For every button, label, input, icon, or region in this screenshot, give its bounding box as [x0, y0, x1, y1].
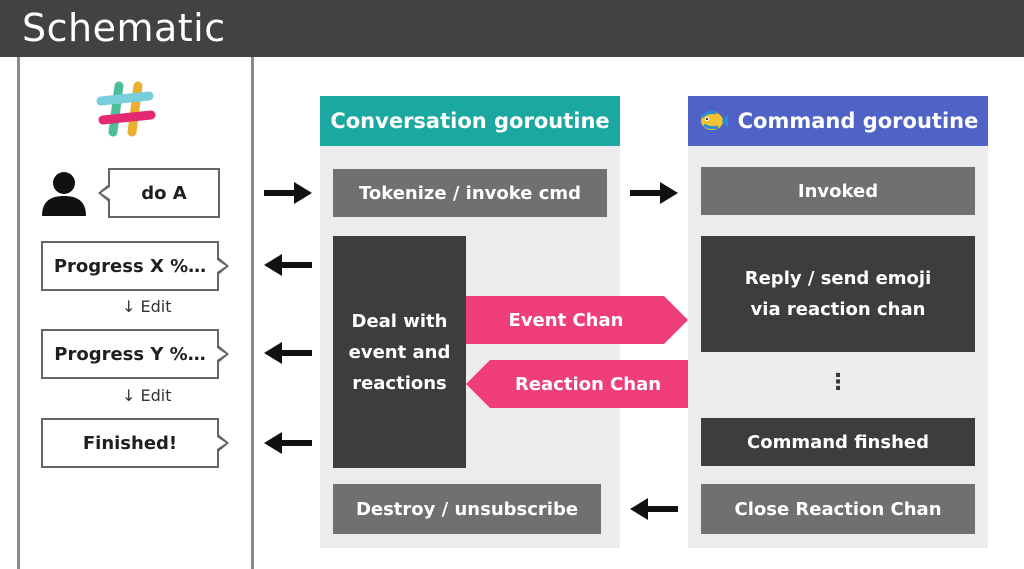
user-message-bubble: do A: [98, 168, 220, 218]
deal-text-line-1: Deal with: [351, 310, 448, 332]
middle-divider: [251, 57, 254, 569]
left-divider: [17, 57, 20, 569]
finished-bubble: Finished!: [41, 418, 229, 468]
progress-bubble-2: Progress Y %…: [41, 329, 229, 379]
conversation-panel-title: Conversation goroutine: [320, 96, 620, 146]
arrow-left-icon: [264, 254, 312, 276]
reply-box: Reply / send emoji via reaction chan: [701, 236, 975, 352]
deal-with-events-box: Deal with event and reactions: [333, 236, 466, 468]
event-chan-label: Event Chan: [508, 309, 624, 331]
deal-text-line-3: reactions: [352, 372, 447, 394]
arrow-left-icon: [264, 432, 312, 454]
user-icon: [42, 172, 86, 216]
arrow-left-icon: [630, 498, 678, 520]
arrow-left-icon: [264, 342, 312, 364]
fish-icon: [700, 111, 728, 130]
finished-text: Finished!: [82, 432, 178, 454]
arrow-right-icon: [630, 182, 678, 204]
reaction-chan-label: Reaction Chan: [514, 373, 662, 395]
edit-label-1: ↓ Edit: [122, 297, 172, 316]
close-reaction-chan-box: Close Reaction Chan: [701, 484, 975, 534]
reply-text-line-1: Reply / send emoji: [744, 268, 932, 289]
progress-text-1: Progress X %…: [53, 255, 207, 277]
command-panel-header: Command goroutine: [688, 96, 988, 146]
command-finished-box: Command finshed: [701, 418, 975, 466]
edit-label-2: ↓ Edit: [122, 386, 172, 405]
page-title: Schematic: [22, 6, 226, 50]
invoked-box: Invoked: [701, 167, 975, 215]
arrow-right-icon: [264, 182, 312, 204]
tokenize-box: Tokenize / invoke cmd: [333, 169, 607, 217]
header-bar: [0, 0, 1024, 57]
progress-text-2: Progress Y %…: [54, 343, 206, 365]
ellipsis-vertical: ⋮: [827, 370, 849, 395]
slack-logo-icon: [96, 81, 156, 137]
reply-text-line-2: via reaction chan: [750, 299, 926, 320]
deal-text-line-2: event and: [348, 341, 451, 363]
progress-bubble-1: Progress X %…: [41, 241, 229, 291]
command-panel-title: Command goroutine: [737, 109, 979, 133]
reaction-chan-arrow: [466, 360, 688, 408]
user-message-text: do A: [141, 182, 187, 204]
destroy-box: Destroy / unsubscribe: [333, 484, 601, 534]
event-chan-arrow: [466, 296, 688, 344]
